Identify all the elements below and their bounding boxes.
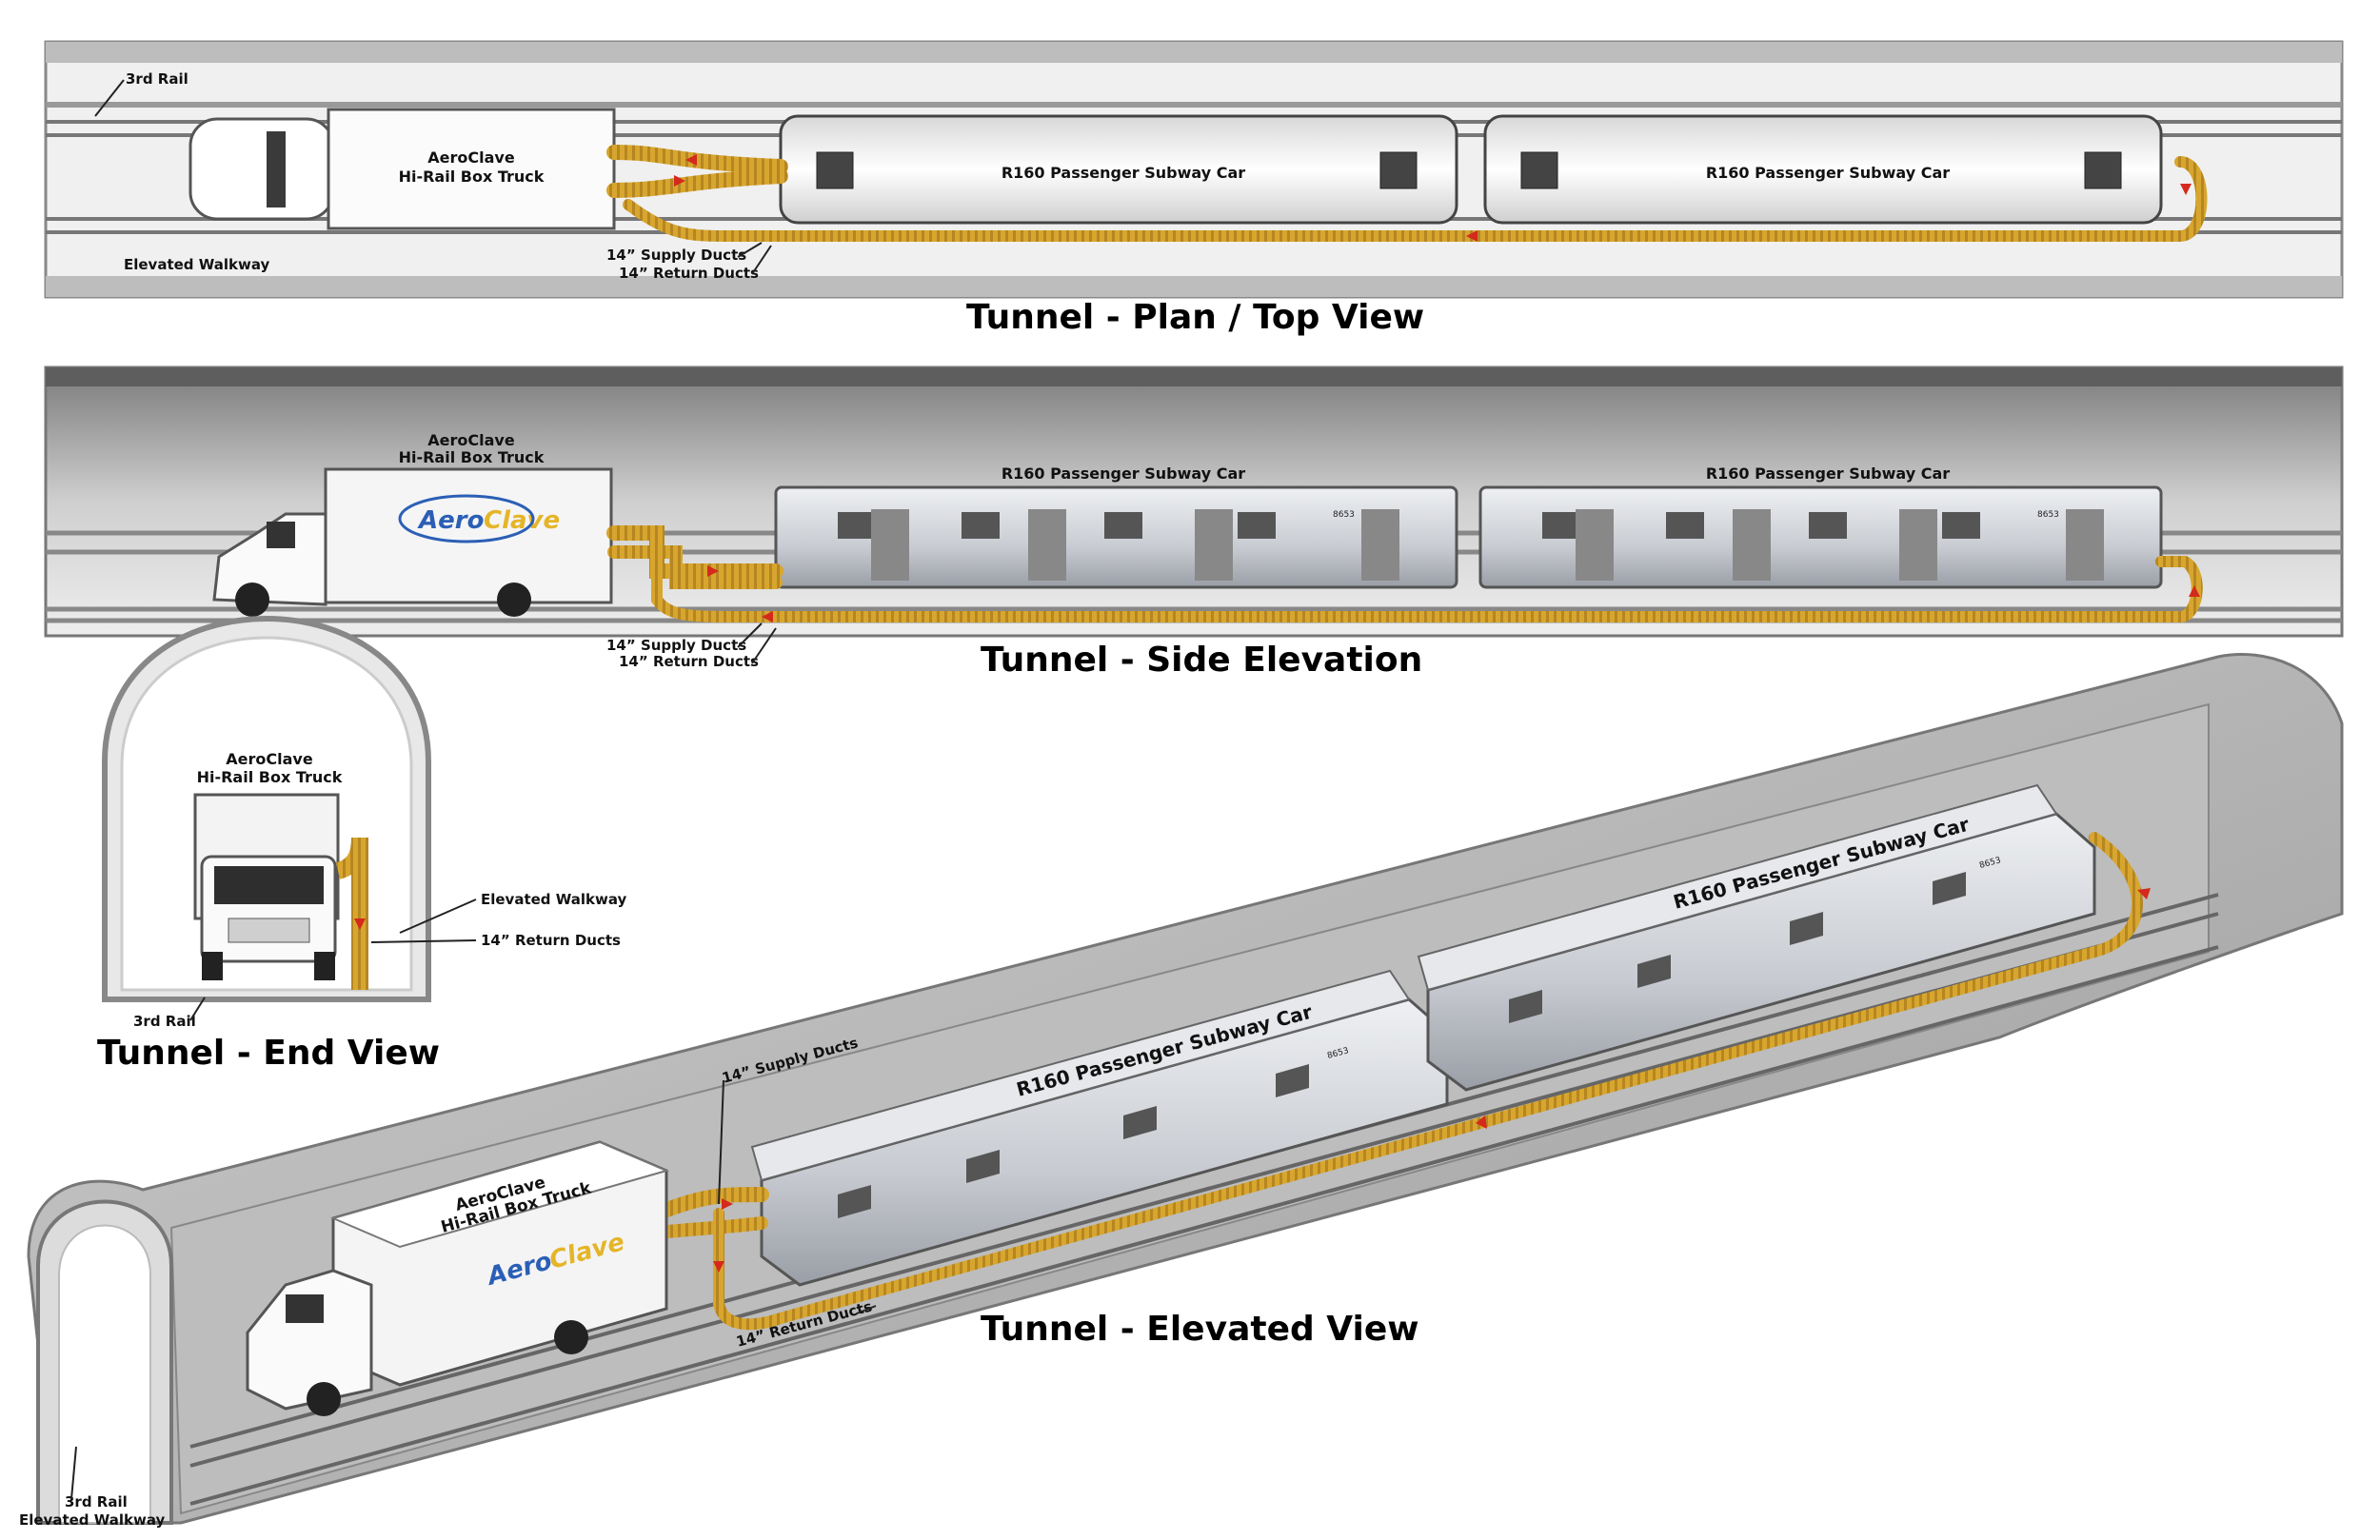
elevated-car-2-windows bbox=[1509, 872, 1966, 1023]
plan-ducts bbox=[606, 145, 2208, 242]
end-truck-label-1: AeroClave bbox=[226, 750, 313, 768]
side-truck-cab bbox=[212, 512, 327, 606]
plan-car-1-vent-icon bbox=[816, 151, 854, 189]
side-truck-box bbox=[324, 467, 613, 604]
side-supply-label: 14” Supply Ducts bbox=[606, 637, 746, 654]
side-car-1-label: R160 Passenger Subway Car bbox=[1002, 464, 1245, 483]
side-car-1: R160 Passenger Subway Car 8653 bbox=[774, 464, 1458, 589]
plan-truck-box bbox=[327, 108, 616, 230]
elevated-ducts bbox=[649, 832, 2143, 1331]
elevated-view: R160 Passenger Subway Car 8653 R160 Pass… bbox=[19, 653, 2344, 1529]
end-return-label: 14” Return Ducts bbox=[481, 932, 621, 949]
elevated-walkway-label: Elevated Walkway bbox=[19, 1511, 166, 1529]
side-car-1-windows bbox=[838, 512, 1276, 539]
plan-view: AeroClave Hi-Rail Box Truck R160 Passeng… bbox=[44, 40, 2344, 337]
side-return-label: 14” Return Ducts bbox=[619, 653, 759, 670]
elevated-title: Tunnel - Elevated View bbox=[981, 1310, 1419, 1349]
plan-truck-cab bbox=[188, 117, 335, 221]
side-ducts bbox=[606, 525, 2203, 622]
plan-car-2-vent-icon-2 bbox=[2084, 151, 2122, 189]
end-arrow-icon bbox=[354, 918, 366, 930]
plan-walkway-label: Elevated Walkway bbox=[124, 256, 270, 273]
plan-car-2-label: R160 Passenger Subway Car bbox=[1706, 164, 1950, 182]
end-walkway-label: Elevated Walkway bbox=[481, 891, 627, 908]
end-truck: AeroClave Hi-Rail Box Truck bbox=[193, 750, 343, 980]
side-car-2-label: R160 Passenger Subway Car bbox=[1706, 464, 1950, 483]
side-view: Aero Clave AeroClave Hi-Rail Box Truck R… bbox=[44, 365, 2344, 680]
end-truck-wheel-right bbox=[314, 952, 335, 980]
side-tunnel-ceiling bbox=[46, 367, 2342, 386]
plan-third-rail-label: 3rd Rail bbox=[126, 70, 188, 88]
side-logo-aero: Aero bbox=[417, 506, 484, 535]
end-view: AeroClave Hi-Rail Box Truck Elevated Wal… bbox=[97, 616, 627, 1073]
elevated-truck-wheel-rear bbox=[554, 1320, 588, 1354]
side-arrow-icons bbox=[707, 565, 2200, 622]
side-car-1-number: 8653 bbox=[1333, 510, 1355, 520]
plan-supply-label: 14” Supply Ducts bbox=[606, 247, 746, 264]
plan-car-1-vent-icon-2 bbox=[1379, 151, 1418, 189]
plan-truck-label-1: AeroClave bbox=[427, 148, 515, 167]
elevated-arrow-icons bbox=[713, 888, 2151, 1273]
elevated-third-rail-label: 3rd Rail bbox=[65, 1493, 128, 1510]
side-car-2-windows bbox=[1542, 512, 1980, 539]
plan-truck-label-2: Hi-Rail Box Truck bbox=[399, 168, 545, 186]
end-third-rail-label: 3rd Rail bbox=[133, 1013, 196, 1030]
side-car-2: R160 Passenger Subway Car 8653 bbox=[1478, 464, 2163, 589]
plan-car-1: R160 Passenger Subway Car bbox=[779, 114, 1458, 225]
side-title: Tunnel - Side Elevation bbox=[981, 641, 1422, 680]
plan-car-1-label: R160 Passenger Subway Car bbox=[1002, 164, 1245, 182]
plan-return-label: 14” Return Ducts bbox=[619, 265, 759, 282]
side-car-1-doors bbox=[871, 509, 1399, 581]
plan-car-2: R160 Passenger Subway Car bbox=[1483, 114, 2163, 225]
side-car-2-doors bbox=[1576, 509, 2104, 581]
elevated-truck-wheel-front bbox=[307, 1382, 341, 1416]
plan-car-2-vent-icon bbox=[1520, 151, 1558, 189]
side-truck-label-2: Hi-Rail Box Truck bbox=[399, 448, 545, 466]
end-truck-label-2: Hi-Rail Box Truck bbox=[197, 768, 343, 786]
plan-truck: AeroClave Hi-Rail Box Truck bbox=[188, 108, 616, 230]
end-truck-wheel-left bbox=[202, 952, 223, 980]
side-truck: Aero Clave AeroClave Hi-Rail Box Truck bbox=[212, 431, 613, 617]
elevated-car-1-windows bbox=[838, 1064, 1309, 1218]
end-title: Tunnel - End View bbox=[97, 1034, 440, 1073]
plan-truck-windshield bbox=[267, 131, 286, 207]
plan-arrow-icons bbox=[674, 154, 2192, 242]
elevated-truck: Aero Clave AeroClave Hi-Rail Box Truck bbox=[246, 1140, 669, 1416]
plan-tunnel-wall-bottom bbox=[46, 276, 2342, 297]
plan-tunnel-wall-top bbox=[46, 42, 2342, 63]
side-truck-label-1: AeroClave bbox=[427, 431, 515, 449]
side-truck-wheel-front bbox=[235, 582, 269, 617]
plan-title: Tunnel - Plan / Top View bbox=[966, 298, 1424, 337]
elevated-truck-cab bbox=[246, 1269, 373, 1411]
end-duct bbox=[335, 837, 368, 990]
side-car-2-number: 8653 bbox=[2037, 510, 2059, 520]
side-truck-wheel-rear bbox=[497, 582, 531, 617]
